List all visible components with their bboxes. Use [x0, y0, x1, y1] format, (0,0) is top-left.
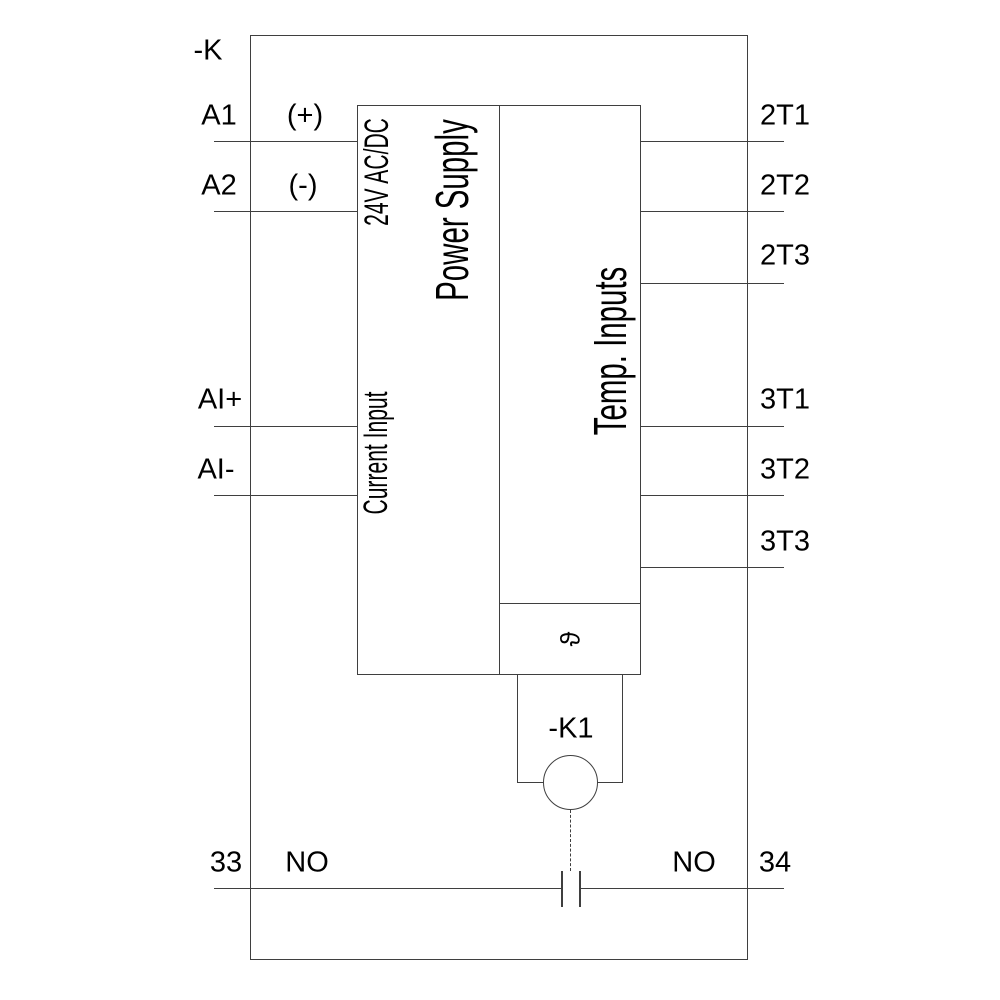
wire-a2: [214, 211, 357, 212]
terminal-label-3t3: 3T3: [760, 525, 810, 558]
power-supply-title: Power Supply: [426, 119, 478, 301]
terminal-label-2t2: 2T2: [760, 169, 810, 202]
wire-3t3: [641, 567, 784, 568]
wire-ai-minus: [214, 495, 357, 496]
wire-2t2: [641, 211, 784, 212]
power-supply-rating-label: 24V AC/DC: [358, 118, 396, 226]
temp-inputs-title: Temp. Inputs: [584, 266, 636, 436]
contact-type-label-right: NO: [672, 846, 716, 879]
terminal-label-a1: A1: [201, 99, 237, 132]
wire-3t2: [641, 495, 784, 496]
terminal-label-3t2: 3T2: [760, 453, 810, 486]
terminal-label-ai-minus: AI-: [197, 453, 235, 486]
device-label: -K: [193, 34, 223, 67]
wire-contact-34: [581, 888, 784, 889]
terminal-label-2t1: 2T1: [760, 99, 810, 132]
coil-bracket-left: [516, 675, 518, 783]
coil-circle: [543, 755, 598, 810]
terminal-label-3t1: 3T1: [760, 383, 810, 416]
polarity-label-plus: (+): [286, 99, 324, 132]
module-divider: [498, 105, 500, 675]
terminal-label-2t3: 2T3: [760, 239, 810, 272]
coil-stub-left: [517, 782, 546, 783]
current-input-label: Current Input: [357, 391, 395, 515]
device-border: [250, 35, 748, 960]
wire-3t1: [641, 426, 784, 427]
wire-ai-plus: [214, 426, 357, 427]
wire-2t3: [641, 283, 784, 284]
wire-a1: [214, 141, 357, 142]
theta-section-divider: [500, 603, 641, 604]
theta-symbol: ϑ: [555, 631, 586, 647]
coil-bracket-right: [621, 675, 623, 783]
coil-link-dashed: [569, 810, 571, 871]
terminal-label-33: 33: [209, 846, 243, 879]
terminal-label-a2: A2: [201, 169, 237, 202]
contact-bar-left: [561, 871, 563, 907]
wire-2t1: [641, 141, 784, 142]
wire-contact-33: [214, 888, 562, 889]
terminal-label-34: 34: [758, 846, 792, 879]
contact-bar-right: [578, 871, 581, 907]
coil-label: -K1: [548, 712, 594, 745]
terminal-label-ai-plus: AI+: [197, 383, 243, 416]
polarity-label-minus: (-): [288, 169, 318, 202]
contact-type-label-left: NO: [285, 846, 329, 879]
coil-stub-right: [595, 782, 623, 783]
